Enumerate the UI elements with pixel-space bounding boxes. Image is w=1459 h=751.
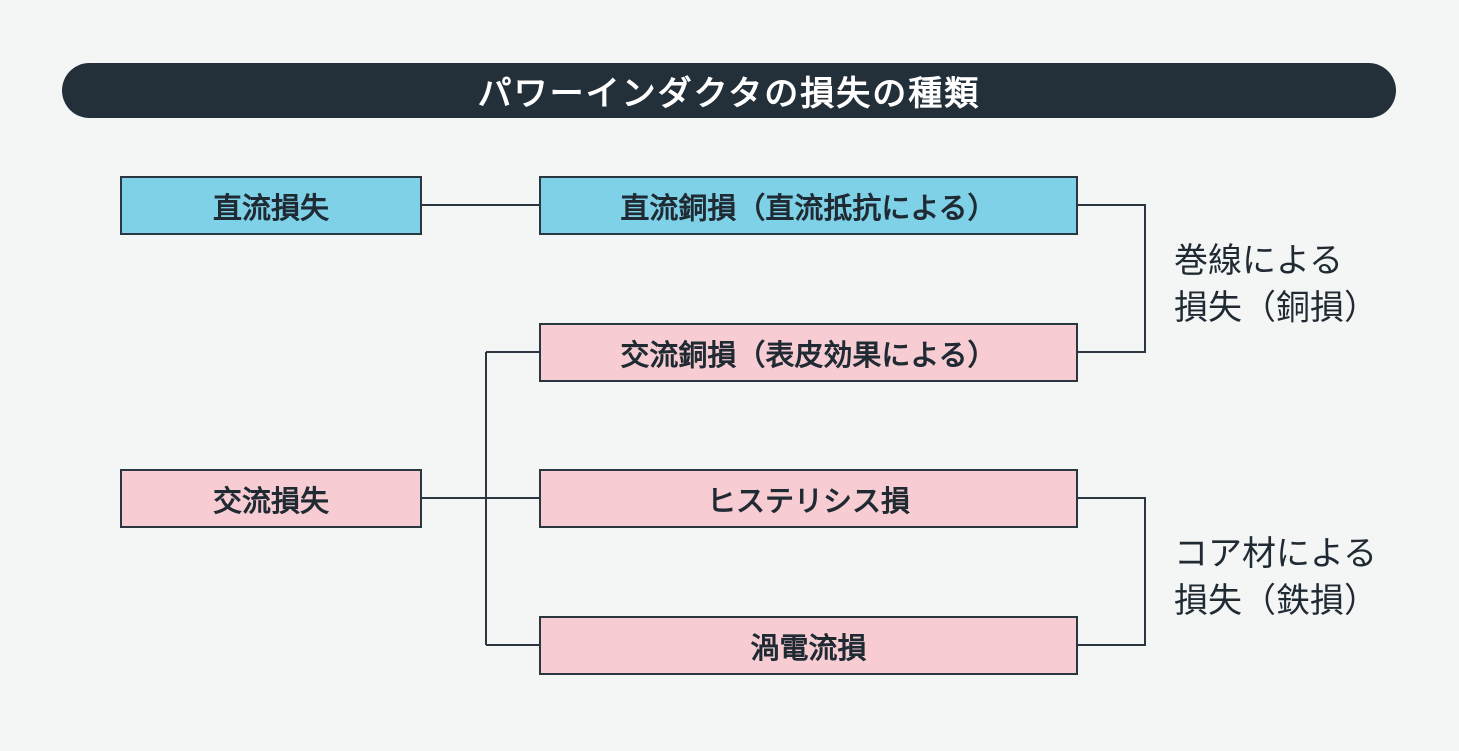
dc-loss-box: 直流損失 — [120, 176, 422, 235]
winding-loss-line2: 損失（銅損） — [1174, 288, 1378, 328]
ac-loss-box: 交流損失 — [120, 469, 422, 528]
title-bar: パワーインダクタの損失の種類 — [62, 63, 1396, 118]
bracket-winding — [1078, 204, 1146, 353]
eddy-current-loss-box: 渦電流損 — [539, 616, 1078, 675]
hysteresis-loss-box: ヒステリシス損 — [539, 469, 1078, 528]
winding-loss-group-label: 巻線による 損失（銅損） — [1174, 238, 1378, 332]
core-loss-line2: 損失（鉄損） — [1174, 581, 1378, 621]
dc-copper-loss-label: 直流銅損（直流抵抗による） — [620, 190, 997, 225]
core-loss-line1: コア材による — [1174, 534, 1377, 574]
core-loss-group-label: コア材による 損失（鉄損） — [1174, 531, 1378, 625]
hysteresis-loss-label: ヒステリシス損 — [706, 483, 910, 518]
bracket-core — [1078, 497, 1146, 646]
dc-copper-loss-box: 直流銅損（直流抵抗による） — [539, 176, 1078, 235]
diagram-title: パワーインダクタの損失の種類 — [477, 74, 981, 114]
winding-loss-line1: 巻線による — [1174, 241, 1343, 281]
ac-loss-label: 交流損失 — [212, 483, 329, 518]
ac-copper-loss-label: 交流銅損（表皮効果による） — [620, 337, 997, 372]
dc-loss-label: 直流損失 — [212, 190, 329, 225]
ac-copper-loss-box: 交流銅損（表皮効果による） — [539, 323, 1078, 382]
eddy-current-loss-label: 渦電流損 — [750, 630, 867, 665]
